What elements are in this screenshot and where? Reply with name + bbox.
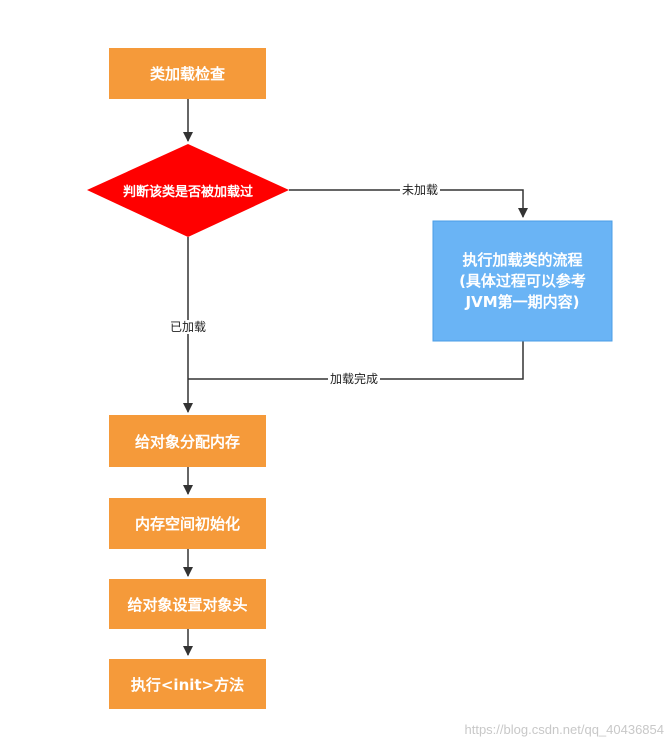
node-init-zero <box>109 498 266 549</box>
node-load-process <box>432 220 613 342</box>
node-is-loaded-decision <box>87 144 289 237</box>
edge-label-not-loaded: 未加载 <box>400 183 441 197</box>
node-exec-init <box>109 659 266 709</box>
edge-load-process-merge <box>188 341 524 380</box>
edge-decision-to-load-process <box>289 189 528 218</box>
node-set-header <box>109 579 266 629</box>
node-class-check <box>109 48 266 99</box>
edge-label-loaded: 已加载 <box>168 320 209 334</box>
node-alloc-memory <box>109 415 266 467</box>
edge-label-load-done: 加载完成 <box>328 372 381 386</box>
watermark-text: https://blog.csdn.net/qq_40436854 <box>464 722 665 737</box>
